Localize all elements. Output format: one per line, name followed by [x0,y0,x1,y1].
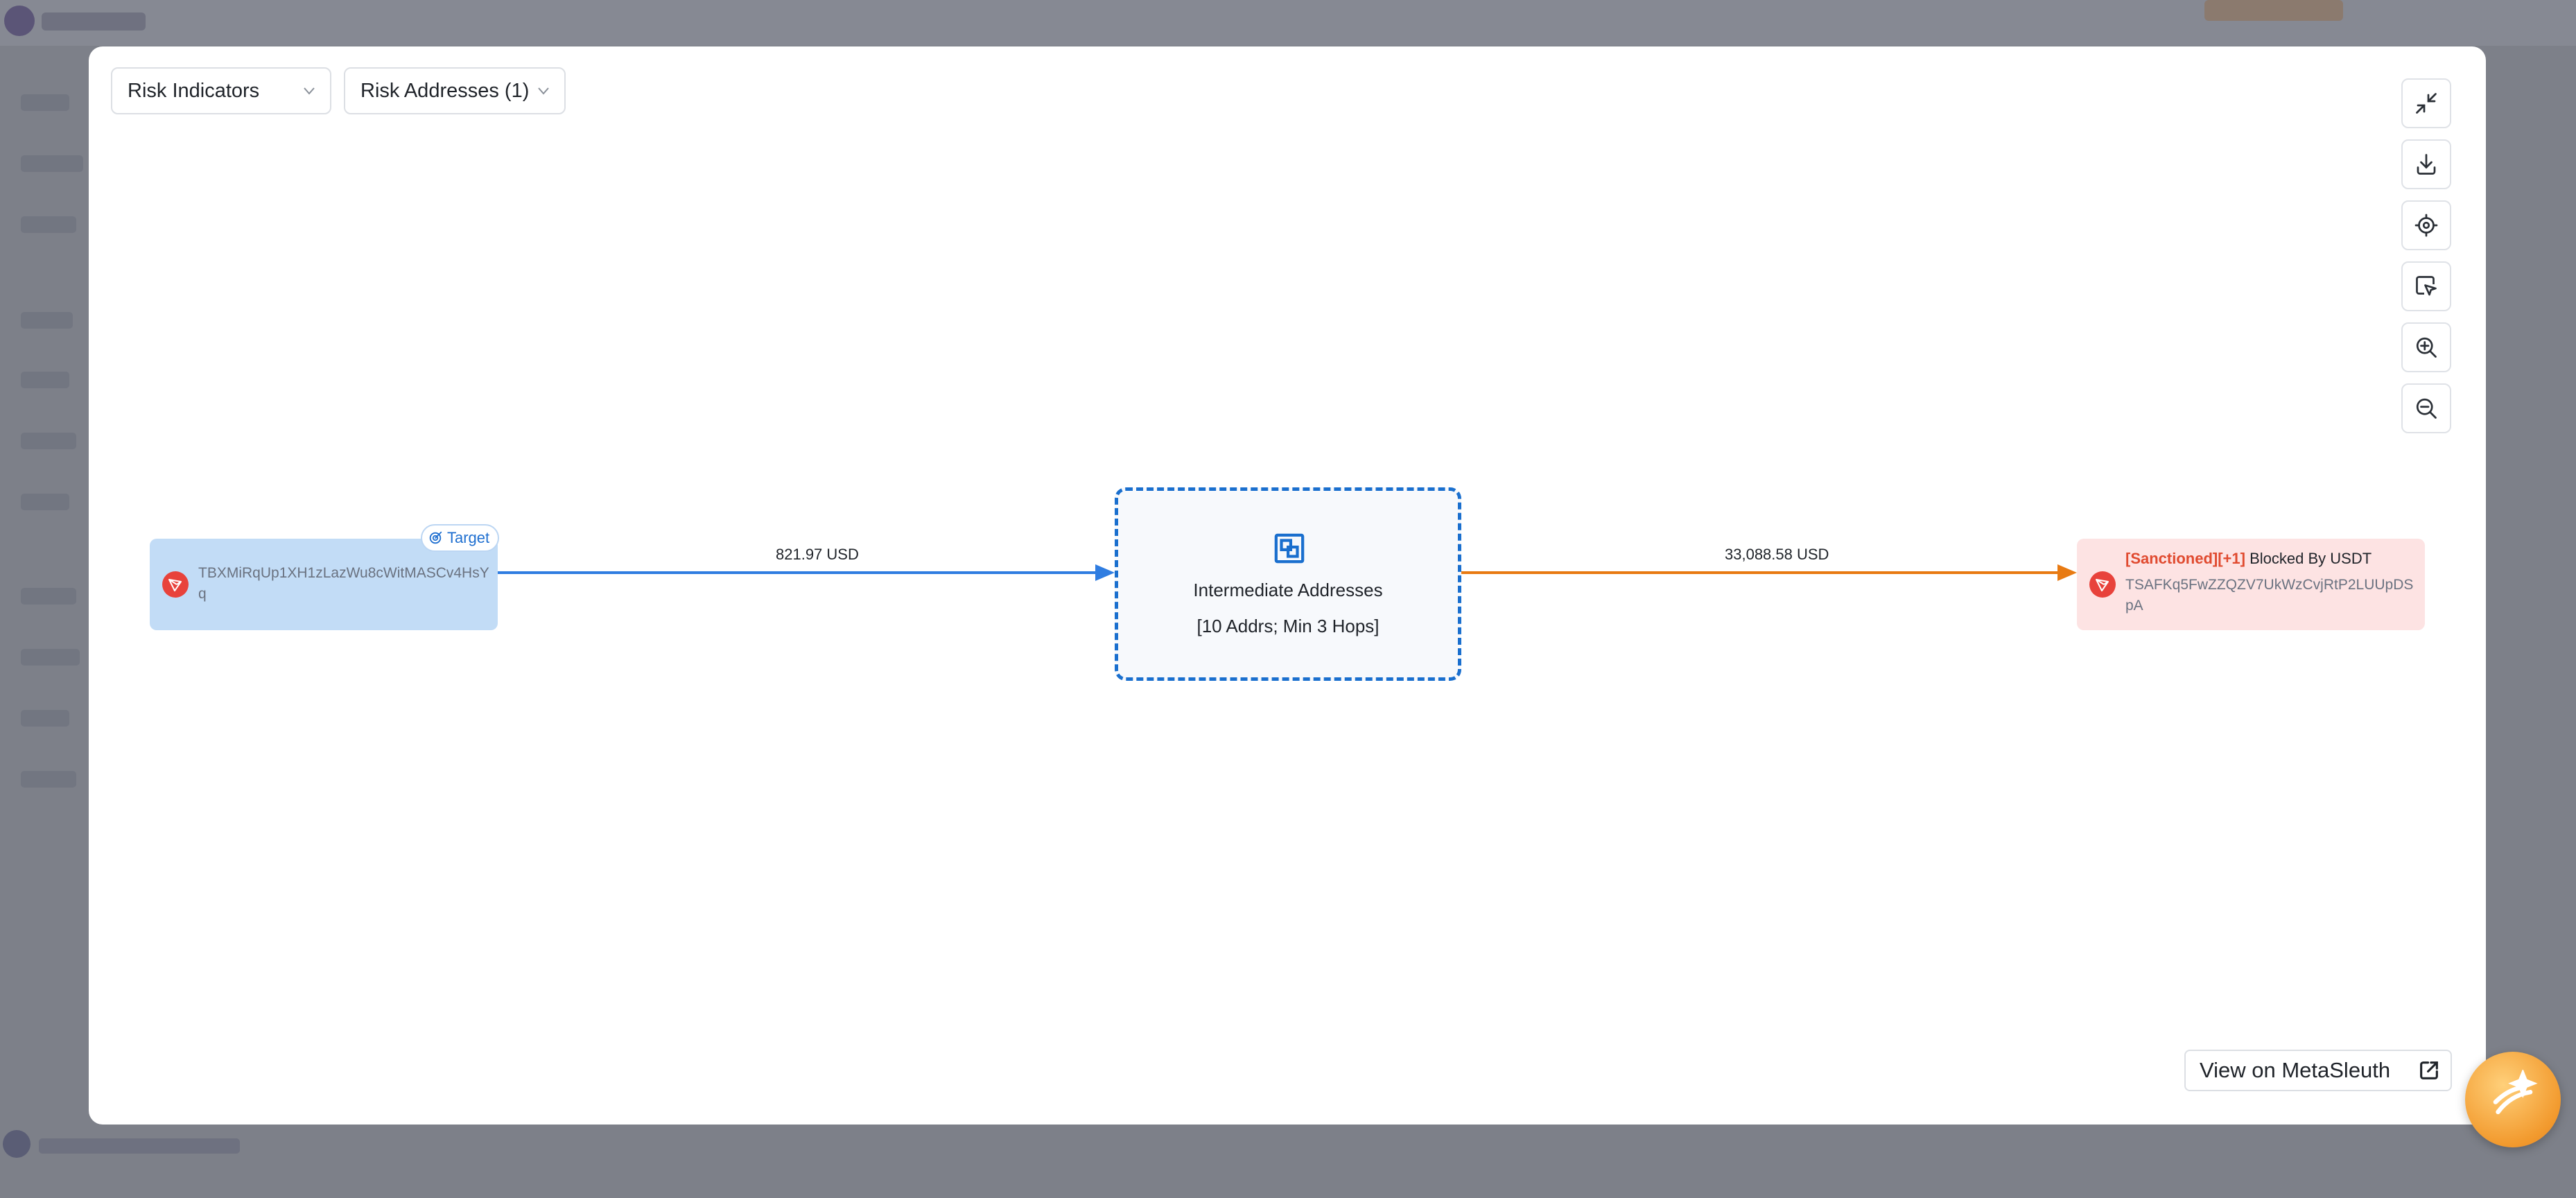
background-sidebar-item [21,494,69,510]
collapse-icon [2416,93,2437,114]
chevron-down-icon [538,87,549,95]
tron-icon [2089,571,2116,598]
blocked-label: Blocked By USDT [2249,550,2372,567]
background-sidebar-item [21,216,76,233]
background-topbar [0,0,2576,46]
tron-icon [162,571,189,598]
edge-amount-label: 33,088.58 USD [1725,546,1829,563]
background-button [2204,0,2343,21]
background-sidebar-item [21,710,69,727]
edge-amount-label: 821.97 USD [776,546,859,563]
destination-address-node[interactable]: [Sanctioned][+1] Blocked By USDT TSAFKq5… [2077,539,2425,630]
background-sidebar-item [21,372,69,388]
select-button[interactable] [2401,261,2451,311]
background-sidebar-item [21,433,76,449]
destination-risk-line: [Sanctioned][+1] Blocked By USDT [2125,550,2372,568]
background-sidebar-item [21,312,73,329]
graph-modal: Risk Indicators Risk Addresses (1) [89,46,2486,1125]
background-logo [4,6,35,36]
destination-address-text: TSAFKq5FwZZQZV7UkWzCvjRtP2LUUpDSpA [2125,577,2414,614]
download-icon [2417,154,2436,175]
edge-arrowhead [1095,564,1115,581]
background-sidebar-item [21,155,83,172]
view-on-metasleuth-button[interactable]: View on MetaSleuth [2184,1050,2452,1091]
risk-indicators-dropdown[interactable]: Risk Indicators [111,67,331,114]
target-tag: Target [421,524,500,552]
background-sidebar-item [21,94,69,111]
zoom-out-button[interactable] [2401,383,2451,433]
risk-indicators-label: Risk Indicators [128,79,260,102]
target-icon [429,531,442,544]
select-icon [2416,276,2437,296]
risk-addresses-dropdown[interactable]: Risk Addresses (1) [344,67,566,114]
edge-arrowhead [2057,564,2077,581]
risk-addresses-label: Risk Addresses (1) [360,79,530,102]
locate-icon [2414,214,2438,237]
download-button[interactable] [2401,139,2451,189]
collapse-button[interactable] [2401,78,2451,128]
graph-edges [498,564,2077,581]
sparkle-assistant-icon [2493,1070,2538,1115]
source-address-node[interactable]: TBXMiRqUp1XH1zLazWu8cWitMASCv4HsYq [150,539,498,630]
intermediate-subtitle: [10 Addrs; Min 3 Hops] [1196,616,1380,636]
background-sidebar-item [21,649,80,666]
background-avatar [3,1130,31,1158]
view-button-label: View on MetaSleuth [2200,1058,2391,1082]
cluster-icon [1274,533,1305,564]
background-user-name [39,1138,240,1154]
background-logo-text [42,12,146,31]
sanctioned-label: [Sanctioned][+1] [2125,550,2245,567]
chevron-down-icon [304,87,315,95]
assistant-fab-button[interactable] [2465,1052,2561,1147]
target-tag-label: Target [447,529,490,546]
external-link-icon [2420,1061,2438,1079]
source-address-text: TBXMiRqUp1XH1zLazWu8cWitMASCv4HsYq [198,565,489,602]
locate-button[interactable] [2401,200,2451,250]
zoom-in-icon [2416,337,2437,358]
zoom-out-icon [2416,398,2437,419]
intermediate-title: Intermediate Addresses [1193,580,1383,600]
zoom-in-button[interactable] [2401,322,2451,372]
background-sidebar-item [21,588,76,605]
intermediate-addresses-node[interactable]: Intermediate Addresses [10 Addrs; Min 3 … [1115,487,1461,681]
background-sidebar-item [21,771,76,788]
